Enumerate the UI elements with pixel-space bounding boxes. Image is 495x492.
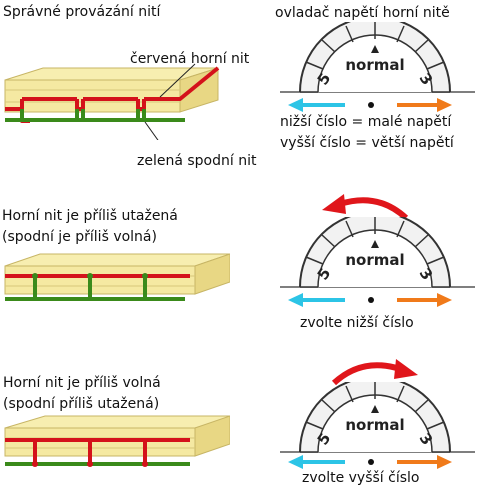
direction-arrows-2 (288, 293, 452, 307)
label-red-thread: červená horní nit (130, 51, 250, 67)
fabric-illustration-correct (4, 63, 220, 140)
tension-dial-1: normal 5 3 (280, 22, 475, 93)
label-green-thread: zelená spodní nit (137, 153, 257, 169)
green-lower-thread (5, 275, 185, 301)
direction-arrows-3 (288, 455, 452, 469)
rotate-left-arrow (322, 194, 409, 220)
direction-arrows-1 (288, 98, 452, 112)
tension-dial-2: normal 5 3 (280, 217, 475, 288)
section3-instruction: zvolte vyšší číslo (302, 470, 420, 486)
section2-title-line1: Horní nit je příliš utažená (2, 208, 178, 224)
dial-normal-text: normal (345, 56, 404, 74)
red-thread-pointer (159, 63, 196, 98)
green-thread-pointer (144, 121, 159, 140)
dial-title: ovladač napětí horní nitě (275, 5, 450, 21)
fabric-illustration-loose (4, 415, 230, 467)
section1-title: Správné provázání nití (3, 4, 161, 20)
rotate-right-arrow (331, 359, 418, 385)
green-lower-thread (5, 109, 185, 122)
dial-normal-text: normal (345, 416, 404, 434)
fabric-illustration-tight (4, 253, 230, 301)
section3-title-line1: Horní nit je příliš volná (3, 375, 161, 391)
section2-title-line2: (spodní je příliš volná) (2, 229, 157, 245)
section2-instruction: zvolte nižší číslo (300, 315, 414, 331)
section3-title-line2: (spodní příliš utažená) (3, 396, 160, 412)
dial-normal-text: normal (345, 251, 404, 269)
high-number-explanation: vyšší číslo = větší napětí (280, 135, 454, 151)
tension-dial-3: normal 5 3 (280, 382, 475, 453)
red-upper-thread (5, 438, 190, 464)
low-number-explanation: nižší číslo = malé napětí (280, 114, 452, 130)
